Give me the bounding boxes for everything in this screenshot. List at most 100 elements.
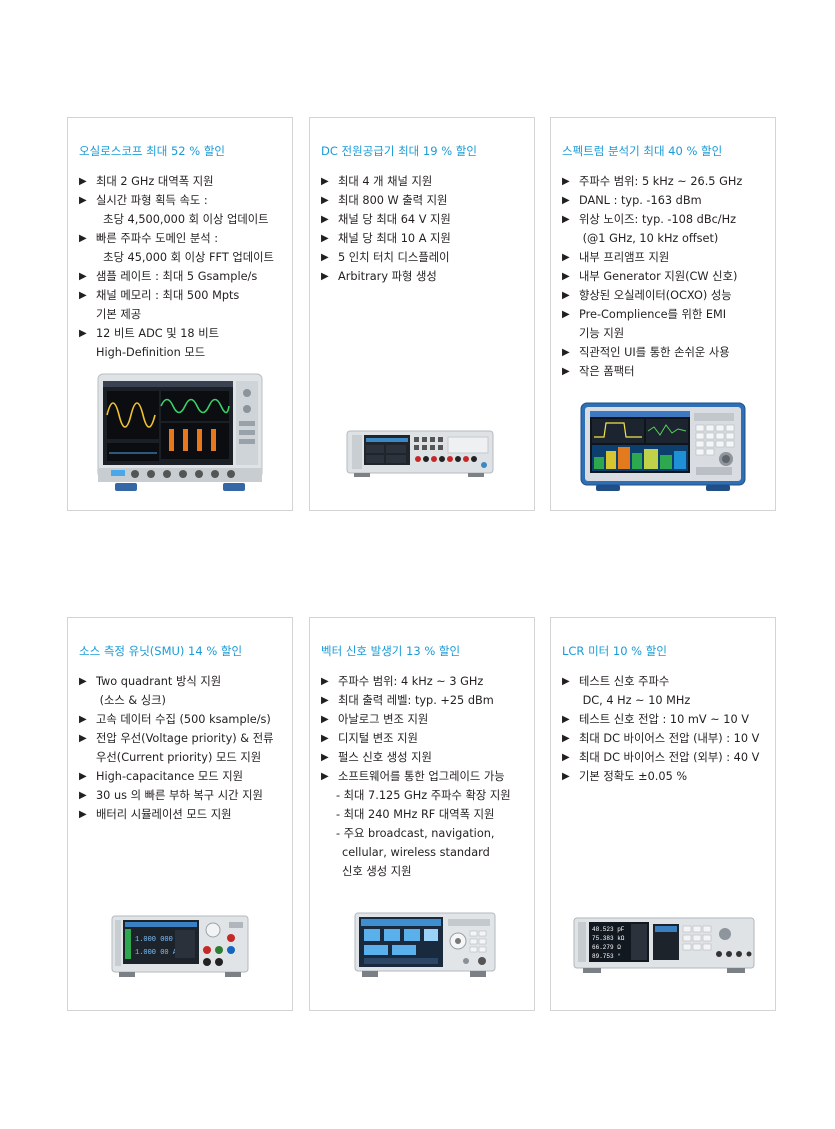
feature-item: ▶ 채널 당 최대 10 A 지원 (321, 229, 528, 248)
feature-item: ▶주파수 범위: 5 kHz ~ 26.5 GHz (562, 172, 769, 191)
feature-text: 실시간 파형 획득 속도 : (96, 194, 208, 207)
feature-text: - 최대 240 MHz RF 대역폭 지원 (336, 808, 495, 821)
feature-text: 채널 당 최대 10 A 지원 (338, 232, 451, 245)
lcr-meter-image: 48.523 pF 75.383 kΩ 66.279 Ω 89.753 ° (573, 916, 755, 978)
feature-text: 5 인치 터치 디스플레이 (338, 251, 450, 264)
feature-item: ▶위상 노이즈: typ. -108 dBc/Hz (@1 GHz, 10 kH… (562, 210, 769, 248)
feature-text: 신호 생성 지원 (342, 865, 412, 878)
feature-item: ▶ 12 비트 ADC 및 18 비트 High-Definition 모드 (79, 324, 286, 362)
feature-text: High-capacitance 모드 지원 (96, 770, 244, 783)
lcr-reading-1: 48.523 pF (592, 926, 625, 933)
bullet-arrow-icon: ▶ (79, 771, 87, 782)
feature-item: ▶최대 4 개 채널 지원 (321, 172, 528, 191)
product-card-smu: 소스 측정 유닛(SMU) 14 % 할인 ▶Two quadrant 방식 지… (67, 617, 293, 1011)
feature-text: 내부 Generator 지원(CW 신호) (579, 270, 738, 283)
product-card-oscilloscope: 오실로스코프 최대 52 % 할인 ▶최대 2 GHz 대역폭 지원▶실시간 파… (67, 117, 293, 511)
feature-item: ▶디지털 변조 지원 (321, 729, 528, 748)
bullet-arrow-icon: ▶ (562, 195, 570, 206)
feature-item: ▶아날로그 변조 지원 (321, 710, 528, 729)
feature-text: 디지털 변조 지원 (338, 732, 418, 745)
feature-item: ▶ 내부 Generator 지원(CW 신호) (562, 267, 769, 286)
feature-text: 최대 DC 바이어스 전압 (내부) : 10 V (579, 732, 760, 745)
lcr-reading-4: 89.753 ° (592, 953, 621, 960)
card-title: LCR 미터 10 % 할인 (562, 644, 667, 658)
feature-item: ▶내부 프리앰프 지원 (562, 248, 769, 267)
bullet-arrow-icon: ▶ (321, 195, 329, 206)
bullet-arrow-icon: ▶ (79, 809, 87, 820)
bullet-arrow-icon: ▶ (79, 328, 87, 339)
smu-image: 1.000 000 V 1.000 00 A (111, 914, 251, 980)
feature-text: DC, 4 Hz ~ 10 MHz (579, 694, 691, 707)
feature-text: 소프트웨어를 통한 업그레이드 가능 (338, 770, 505, 783)
feature-item: ▶기본 정확도 ±0.05 % (562, 767, 769, 786)
bullet-arrow-icon: ▶ (562, 752, 570, 763)
feature-text: 기본 제공 (96, 308, 142, 321)
feature-text: 우선(Current priority) 모드 지원 (96, 751, 262, 764)
feature-text: 테스트 신호 주파수 (579, 675, 670, 688)
feature-list: ▶ 최대 2 GHz 대역폭 지원 ▶실시간 파형 획득 속도 : 초당 4,500… (79, 172, 286, 362)
feature-text: 채널 당 최대 64 V 지원 (338, 213, 451, 226)
bullet-arrow-icon: ▶ (79, 176, 87, 187)
feature-item: ▶ 주파수 범위: 4 kHz ~ 3 GHz (321, 672, 528, 691)
feature-item: ▶ 작은 폼팩터 (562, 362, 769, 381)
feature-list: ▶ 주파수 범위: 4 kHz ~ 3 GHz ▶최대 출력 레벨: typ. +2… (321, 672, 528, 881)
feature-text: 30 us 의 빠른 부하 복구 시간 지원 (96, 789, 263, 802)
bullet-arrow-icon: ▶ (562, 290, 570, 301)
feature-text: 배터리 시뮬레이션 모드 지원 (96, 808, 232, 821)
bullet-arrow-icon: ▶ (321, 695, 329, 706)
feature-text: 작은 폼팩터 (579, 365, 635, 378)
bullet-arrow-icon: ▶ (79, 714, 87, 725)
feature-text: 빠른 주파수 도메인 분석 : (96, 232, 219, 245)
bullet-arrow-icon: ▶ (79, 733, 87, 744)
feature-text: 최대 2 GHz 대역폭 지원 (96, 175, 214, 188)
feature-item: ▶ 향상된 오실레이터(OCXO) 성능 (562, 286, 769, 305)
feature-text: 향상된 오실레이터(OCXO) 성능 (579, 289, 732, 302)
feature-item: ▶ 직관적인 UI를 통한 손쉬운 사용 (562, 343, 769, 362)
feature-text: Arbitrary 파형 생성 (338, 270, 437, 283)
feature-item: ▶ 빠른 주파수 도메인 분석 : 초당 45,000 회 이상 FFT 업데이트 (79, 229, 286, 267)
bullet-arrow-icon: ▶ (321, 233, 329, 244)
feature-text: 최대 4 개 채널 지원 (338, 175, 433, 188)
feature-item: ▶최대 출력 레벨: typ. +25 dBm (321, 691, 528, 710)
feature-list: ▶최대 4 개 채널 지원▶최대 800 W 출력 지원▶채널 당 최대 64 … (321, 172, 528, 286)
bullet-arrow-icon: ▶ (562, 347, 570, 358)
feature-item: ▶ 배터리 시뮬레이션 모드 지원 (79, 805, 286, 824)
feature-text: 초당 45,000 회 이상 FFT 업데이트 (96, 251, 274, 264)
oscilloscope-image (97, 373, 263, 495)
card-title: 오실로스코프 최대 52 % 할인 (79, 144, 225, 158)
bullet-arrow-icon: ▶ (79, 233, 87, 244)
feature-text: 최대 DC 바이어스 전압 (외부) : 40 V (579, 751, 760, 764)
feature-text: 기능 지원 (579, 327, 625, 340)
bullet-arrow-icon: ▶ (562, 366, 570, 377)
feature-text: High-Definition 모드 (96, 346, 206, 359)
bullet-arrow-icon: ▶ (562, 271, 570, 282)
feature-text: 내부 프리앰프 지원 (579, 251, 670, 264)
feature-item: ▶샘플 레이트 : 최대 5 Gsample/s (79, 267, 286, 286)
bullet-arrow-icon: ▶ (321, 714, 329, 725)
feature-text: 최대 800 W 출력 지원 (338, 194, 448, 207)
smu-current-reading: 1.000 00 A (135, 949, 178, 957)
card-title: 소스 측정 유닛(SMU) 14 % 할인 (79, 644, 243, 658)
feature-text: 직관적인 UI를 통한 손쉬운 사용 (579, 346, 730, 359)
feature-text: 채널 메모리 : 최대 500 Mpts (96, 289, 240, 302)
feature-item: ▶채널 당 최대 64 V 지원 (321, 210, 528, 229)
bullet-arrow-icon: ▶ (562, 176, 570, 187)
feature-text: 주파수 범위: 4 kHz ~ 3 GHz (338, 675, 484, 688)
feature-item: ▶실시간 파형 획득 속도 : 초당 4,500,000 회 이상 업데이트 (79, 191, 286, 229)
feature-item: ▶ 고속 데이터 수집 (500 ksample/s) (79, 710, 286, 729)
bullet-arrow-icon: ▶ (562, 214, 570, 225)
feature-text: 12 비트 ADC 및 18 비트 (96, 327, 219, 340)
feature-text: 고속 데이터 수집 (500 ksample/s) (96, 713, 271, 726)
card-title: 스펙트럼 분석기 최대 40 % 할인 (562, 144, 723, 158)
feature-text: 펄스 신호 생성 지원 (338, 751, 432, 764)
bullet-arrow-icon: ▶ (321, 676, 329, 687)
feature-list: ▶주파수 범위: 5 kHz ~ 26.5 GHz▶DANL : typ. -1… (562, 172, 769, 381)
bullet-arrow-icon: ▶ (79, 290, 87, 301)
feature-item: ▶Two quadrant 방식 지원 (소스 & 싱크) (79, 672, 286, 710)
card-title: 벡터 신호 발생기 13 % 할인 (321, 644, 461, 658)
product-card-spectrum-analyzer: 스펙트럼 분석기 최대 40 % 할인 ▶주파수 범위: 5 kHz ~ 26.… (550, 117, 776, 511)
feature-item: ▶Arbitrary 파형 생성 (321, 267, 528, 286)
feature-item: - 최대 240 MHz RF 대역폭 지원 (321, 805, 528, 824)
feature-text: - 최대 7.125 GHz 주파수 확장 지원 (336, 789, 511, 802)
